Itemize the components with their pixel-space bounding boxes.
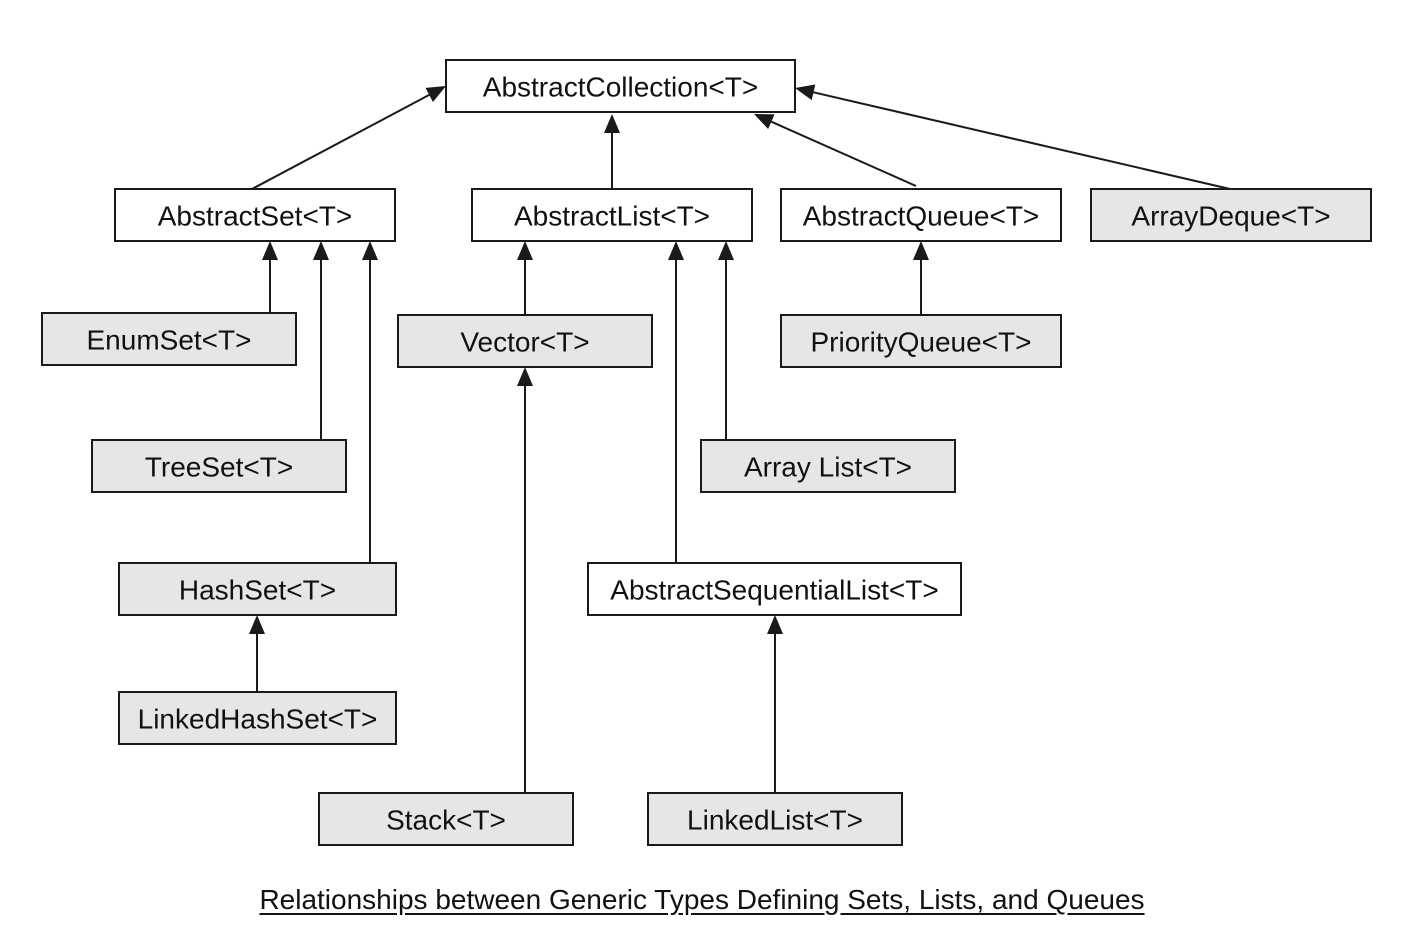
edge-line — [813, 91, 1231, 190]
arrowhead — [604, 114, 620, 133]
node-abstract-sequential-list: AbstractSequentialList<T> — [587, 562, 962, 616]
edge-line — [770, 120, 917, 187]
node-hash-set: HashSet<T> — [118, 562, 397, 616]
node-box — [471, 188, 753, 242]
edge-line — [251, 94, 430, 190]
node-box — [318, 792, 574, 846]
node-tree-set: TreeSet<T> — [91, 439, 347, 493]
edge-vector-to-abstract_list — [517, 241, 533, 315]
node-box — [1090, 188, 1372, 242]
edge-stack-to-vector — [517, 367, 533, 793]
edge-enum_set-to-abstract_set — [262, 241, 278, 313]
edge-abstract_queue-to-abstract_collection — [754, 114, 917, 187]
node-label: ArrayDeque<T> — [1131, 201, 1330, 232]
node-abstract-set: AbstractSet<T> — [114, 188, 396, 242]
node-label: PriorityQueue<T> — [811, 327, 1032, 358]
nodes-layer: AbstractCollection<T> AbstractSet<T> Abstr… — [41, 59, 1372, 846]
node-label: Vector<T> — [460, 327, 589, 358]
arrowhead — [249, 615, 265, 634]
edge-array_deque-to-abstract_collection — [795, 84, 1231, 190]
node-box — [397, 314, 653, 368]
node-label: AbstractQueue<T> — [803, 201, 1040, 232]
node-label: HashSet<T> — [179, 575, 336, 606]
arrowhead — [262, 241, 278, 260]
edges-layer — [249, 84, 1231, 793]
node-box — [114, 188, 396, 242]
arrowhead — [362, 241, 378, 260]
node-enum-set: EnumSet<T> — [41, 312, 297, 366]
node-priority-queue: PriorityQueue<T> — [780, 314, 1062, 368]
node-label: AbstractSet<T> — [158, 201, 353, 232]
edge-linked_hash_set-to-hash_set — [249, 615, 265, 692]
node-box — [41, 312, 297, 366]
node-label: TreeSet<T> — [145, 452, 293, 483]
node-box — [587, 562, 962, 616]
node-label: LinkedList<T> — [687, 805, 863, 836]
edge-abstract_sequential_list-to-abstract_list — [668, 241, 684, 563]
node-box — [445, 59, 796, 113]
node-label: EnumSet<T> — [87, 325, 252, 356]
node-label: Array List<T> — [744, 452, 912, 483]
node-box — [700, 439, 956, 493]
diagram-caption: Relationships between Generic Types Defi… — [259, 884, 1145, 915]
arrowhead — [668, 241, 684, 260]
edge-abstract_set-to-abstract_collection — [251, 86, 446, 190]
edge-priority_queue-to-abstract_queue — [913, 241, 929, 315]
node-abstract-collection: AbstractCollection<T> — [445, 59, 796, 113]
edge-hash_set-to-abstract_set — [362, 241, 378, 563]
arrowhead — [795, 84, 816, 101]
edge-tree_set-to-abstract_set — [313, 241, 329, 440]
node-label: AbstractCollection<T> — [483, 72, 758, 103]
arrowhead — [754, 114, 775, 130]
node-array-deque: ArrayDeque<T> — [1090, 188, 1372, 242]
node-array-list: Array List<T> — [700, 439, 956, 493]
node-box — [780, 188, 1062, 242]
arrowhead — [517, 241, 533, 260]
node-linked-hash-set: LinkedHashSet<T> — [118, 691, 397, 745]
node-box — [118, 691, 397, 745]
node-linked-list: LinkedList<T> — [647, 792, 903, 846]
node-abstract-queue: AbstractQueue<T> — [780, 188, 1062, 242]
node-label: LinkedHashSet<T> — [138, 704, 378, 735]
arrowhead — [767, 615, 783, 634]
edge-abstract_list-to-abstract_collection — [604, 114, 620, 189]
node-box — [91, 439, 347, 493]
arrowhead — [718, 241, 734, 260]
node-box — [118, 562, 397, 616]
node-stack: Stack<T> — [318, 792, 574, 846]
arrowhead — [517, 367, 533, 386]
arrowhead — [913, 241, 929, 260]
arrowhead — [425, 86, 446, 102]
edge-linked_list-to-abstract_sequential_list — [767, 615, 783, 793]
node-box — [647, 792, 903, 846]
node-label: AbstractList<T> — [514, 201, 710, 232]
node-abstract-list: AbstractList<T> — [471, 188, 753, 242]
edge-array_list-to-abstract_list — [718, 241, 734, 440]
node-vector: Vector<T> — [397, 314, 653, 368]
node-label: AbstractSequentialList<T> — [610, 575, 938, 606]
node-box — [780, 314, 1062, 368]
node-label: Stack<T> — [386, 805, 506, 836]
arrowhead — [313, 241, 329, 260]
